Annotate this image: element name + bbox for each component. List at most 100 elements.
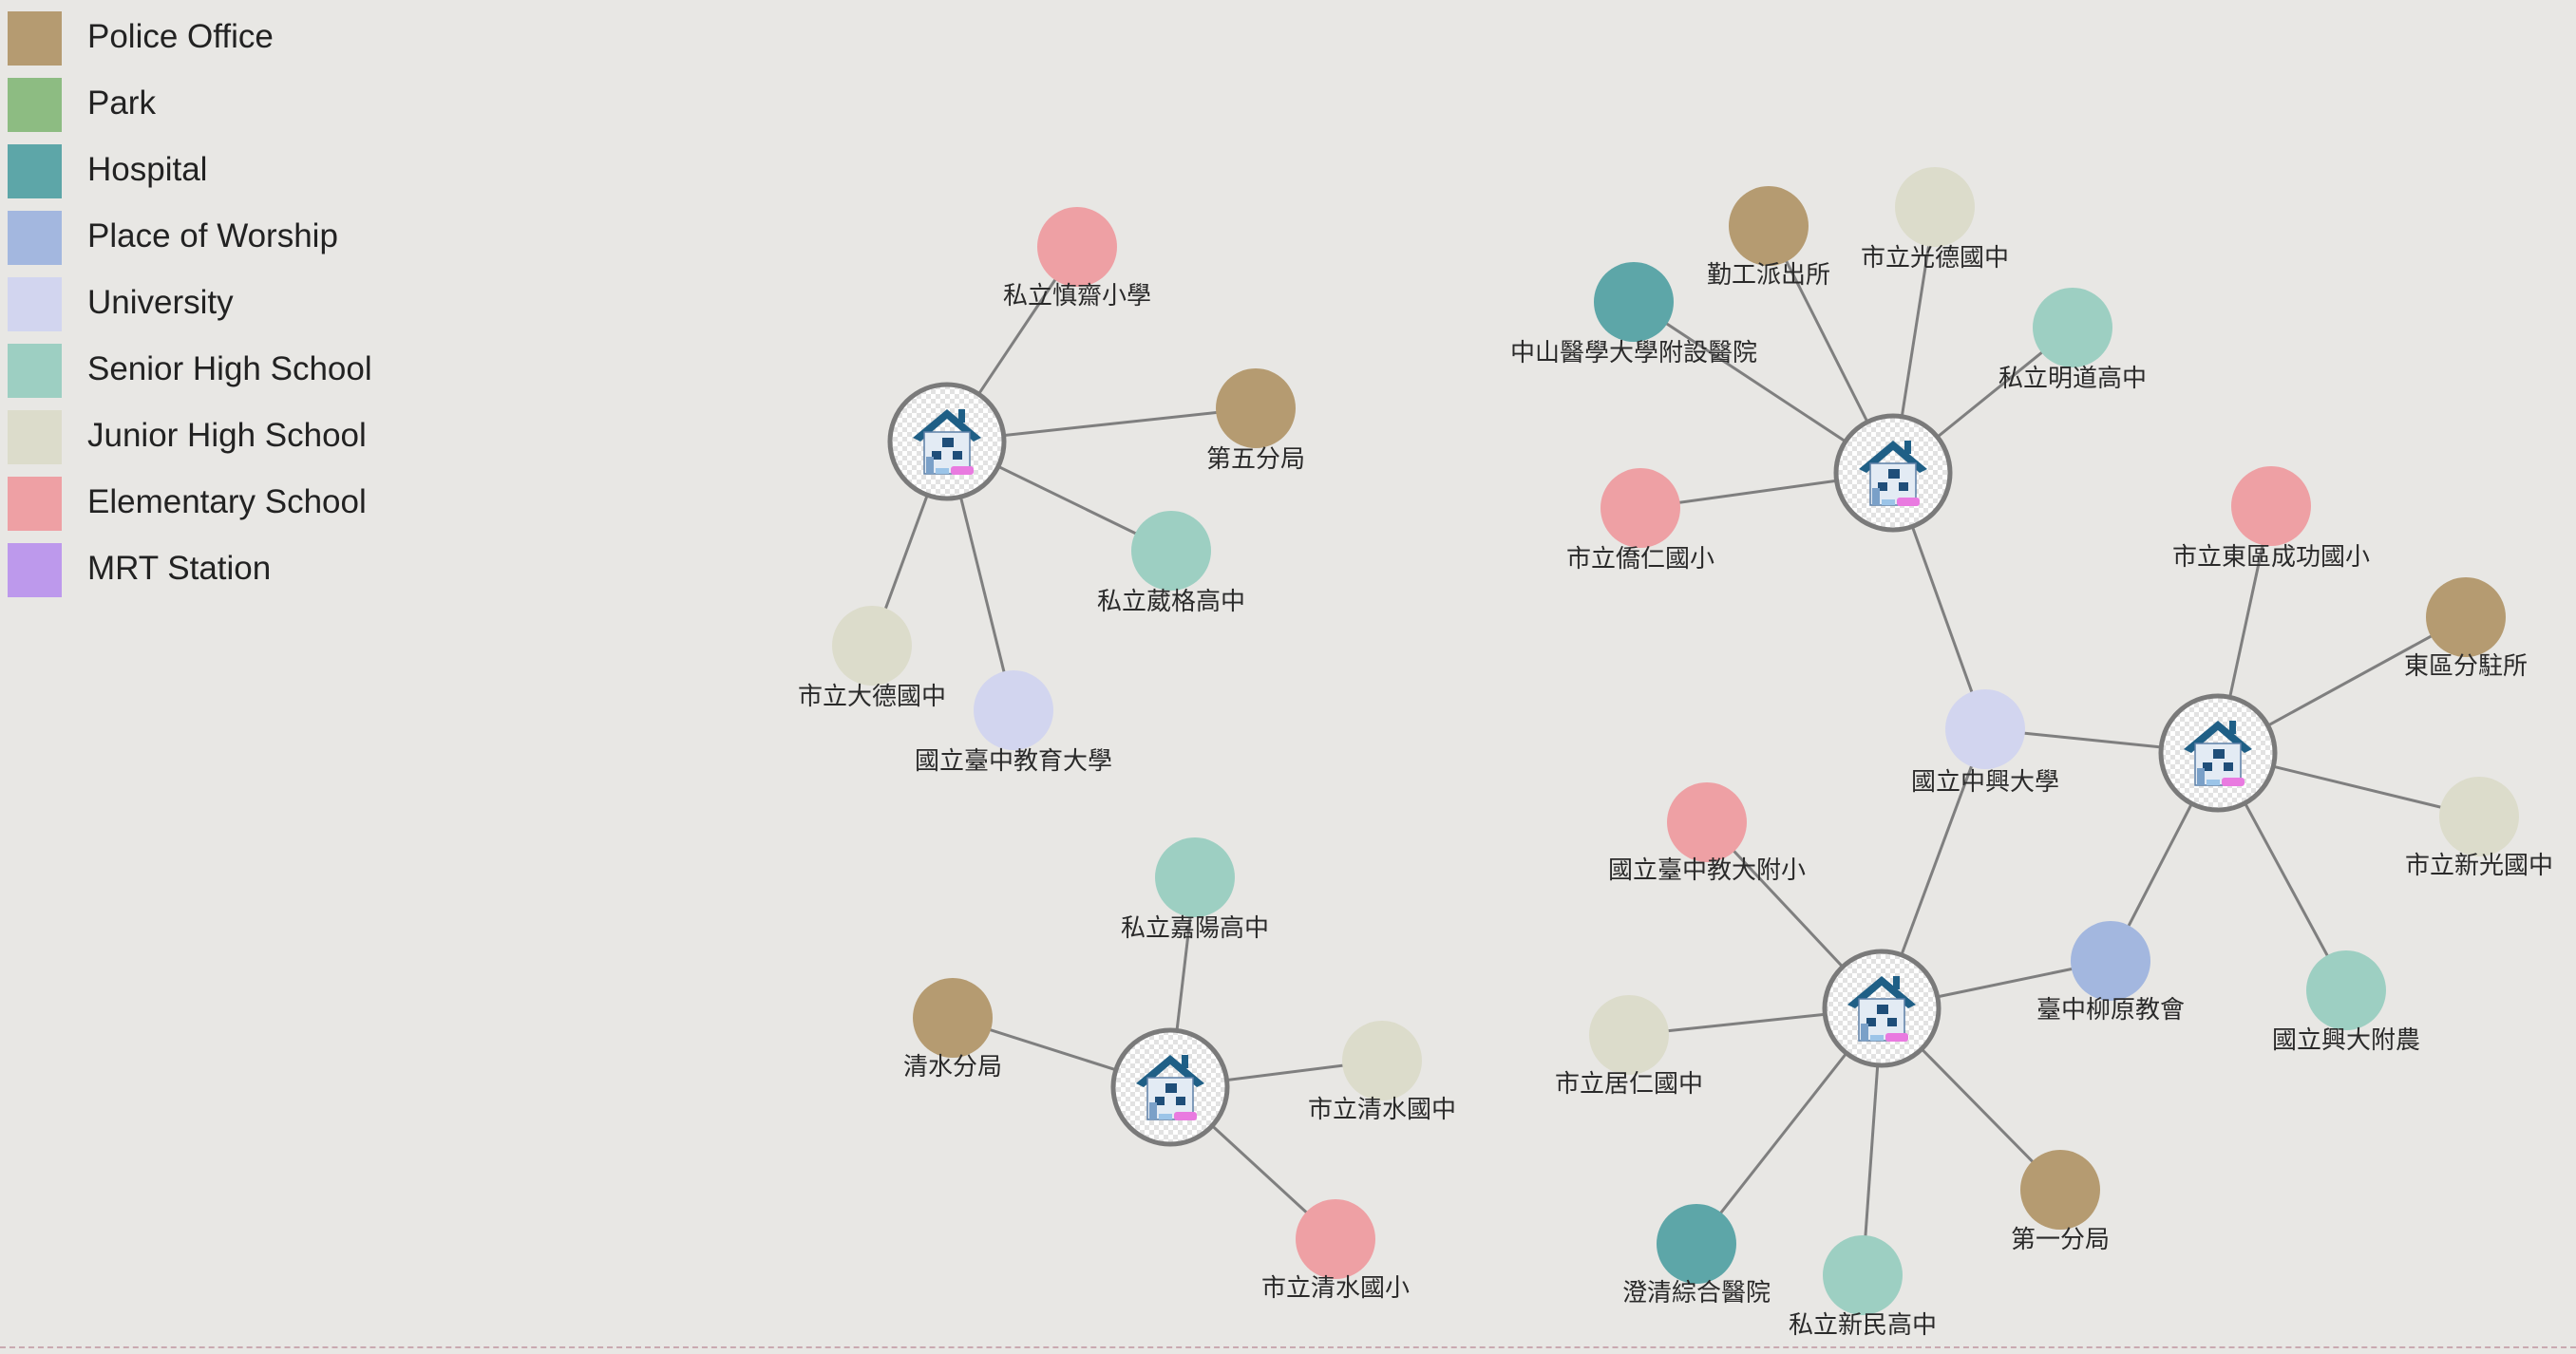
poi-node[interactable]: 勤工派出所 (1707, 186, 1830, 290)
legend-label: Park (87, 85, 156, 122)
home-node[interactable] (1822, 949, 1941, 1068)
poi-circle-elementary-school[interactable] (1037, 207, 1117, 287)
poi-label: 市立清水國小 (1261, 1274, 1410, 1303)
poi-circle-place-of-worship[interactable] (2071, 921, 2150, 1001)
poi-circle-police-office[interactable] (1729, 186, 1809, 266)
poi-label: 市立東區成功國小 (2172, 543, 2370, 572)
poi-node[interactable]: 國立中興大學 (1911, 689, 2059, 797)
poi-circle-junior-high-school[interactable] (832, 606, 912, 686)
poi-circle-police-office[interactable] (913, 978, 993, 1058)
poi-node[interactable]: 私立新民高中 (1789, 1235, 1937, 1340)
poi-node[interactable]: 國立臺中教育大學 (915, 670, 1112, 776)
poi-label: 東區分駐所 (2404, 652, 2528, 681)
legend-item-university: University (8, 273, 407, 340)
poi-circle-senior-high-school[interactable] (1155, 837, 1235, 917)
poi-circle-elementary-school[interactable] (1667, 782, 1747, 862)
legend-item-junior-high-school: Junior High School (8, 406, 407, 473)
poi-node[interactable]: 澄清綜合醫院 (1622, 1204, 1771, 1307)
poi-circle-police-office[interactable] (2426, 577, 2506, 657)
poi-circle-junior-high-school[interactable] (2439, 777, 2519, 856)
legend-swatch (8, 78, 62, 132)
poi-node[interactable]: 市立新光國中 (2405, 777, 2553, 880)
legend-label: Junior High School (87, 417, 367, 454)
bottom-divider (0, 1346, 2576, 1348)
legend-swatch (8, 277, 62, 331)
poi-label: 臺中柳原教會 (2036, 996, 2185, 1025)
legend-item-elementary-school: Elementary School (8, 473, 407, 539)
poi-label: 私立明道高中 (1998, 365, 2147, 393)
poi-label: 第五分局 (1206, 445, 1305, 474)
legend-item-mrt-station: MRT Station (8, 539, 407, 606)
poi-node[interactable]: 市立東區成功國小 (2172, 466, 2370, 572)
poi-label: 市立僑仁國小 (1566, 545, 1714, 574)
poi-label: 澄清綜合醫院 (1622, 1279, 1771, 1307)
poi-circle-elementary-school[interactable] (1601, 468, 1680, 548)
poi-circle-junior-high-school[interactable] (1895, 167, 1975, 247)
poi-circle-senior-high-school[interactable] (1131, 511, 1211, 591)
legend-label: Elementary School (87, 483, 367, 520)
poi-node[interactable]: 市立僑仁國小 (1566, 468, 1714, 574)
poi-circle-junior-high-school[interactable] (1589, 995, 1669, 1075)
poi-node[interactable]: 市立光德國中 (1861, 167, 2009, 273)
poi-node[interactable]: 私立慎齋小學 (1003, 207, 1151, 310)
legend-swatch (8, 543, 62, 597)
poi-label: 國立中興大學 (1911, 768, 2059, 797)
poi-node[interactable]: 清水分局 (903, 978, 1002, 1081)
poi-circle-university[interactable] (1945, 689, 2025, 769)
poi-node[interactable]: 市立大德國中 (798, 606, 946, 711)
poi-circle-university[interactable] (974, 670, 1053, 750)
poi-circle-elementary-school[interactable] (2231, 466, 2311, 546)
poi-circle-elementary-school[interactable] (1296, 1199, 1375, 1279)
poi-circle-junior-high-school[interactable] (1342, 1021, 1422, 1100)
legend-label: Senior High School (87, 350, 372, 387)
poi-node[interactable]: 臺中柳原教會 (2036, 921, 2185, 1025)
legend-item-senior-high-school: Senior High School (8, 340, 407, 406)
house-icon (1859, 441, 1927, 506)
poi-label: 私立慎齋小學 (1003, 282, 1151, 310)
poi-label: 清水分局 (903, 1053, 1002, 1081)
poi-circle-hospital[interactable] (1594, 262, 1674, 342)
poi-circle-hospital[interactable] (1657, 1204, 1736, 1284)
poi-circle-senior-high-school[interactable] (1823, 1235, 1903, 1315)
poi-node[interactable]: 第一分局 (2011, 1150, 2110, 1254)
poi-node[interactable]: 第五分局 (1206, 368, 1305, 474)
poi-node[interactable]: 市立居仁國中 (1555, 995, 1703, 1099)
poi-node[interactable]: 中山醫學大學附設醫院 (1510, 262, 1757, 367)
house-icon (913, 409, 981, 475)
poi-circle-police-office[interactable] (2020, 1150, 2100, 1230)
home-node[interactable] (887, 382, 1007, 501)
poi-node[interactable]: 市立清水國中 (1308, 1021, 1456, 1124)
poi-label: 市立大德國中 (798, 683, 946, 711)
home-node[interactable] (2158, 693, 2278, 813)
legend-label: MRT Station (87, 550, 272, 587)
legend-item-police-office: Police Office (8, 8, 407, 74)
legend-swatch (8, 11, 62, 66)
poi-node[interactable]: 私立葳格高中 (1097, 511, 1245, 616)
poi-label: 勤工派出所 (1707, 261, 1830, 290)
poi-label: 私立葳格高中 (1097, 588, 1245, 616)
house-icon (1847, 976, 1916, 1042)
legend-item-place-of-worship: Place of Worship (8, 207, 407, 273)
legend-label: Hospital (87, 151, 208, 188)
poi-node[interactable]: 私立明道高中 (1998, 288, 2147, 393)
legend-swatch (8, 144, 62, 198)
poi-node[interactable]: 東區分駐所 (2404, 577, 2528, 681)
poi-node[interactable]: 市立清水國小 (1261, 1199, 1410, 1303)
poi-label: 中山醫學大學附設醫院 (1510, 339, 1757, 367)
poi-node[interactable]: 國立興大附農 (2272, 950, 2420, 1055)
legend-label: Police Office (87, 18, 274, 55)
poi-node[interactable]: 國立臺中教大附小 (1608, 782, 1806, 885)
poi-label: 國立興大附農 (2272, 1026, 2420, 1055)
poi-circle-senior-high-school[interactable] (2306, 950, 2386, 1030)
poi-node[interactable]: 私立嘉陽高中 (1121, 837, 1269, 943)
legend-item-hospital: Hospital (8, 141, 407, 207)
legend-label: Place of Worship (87, 217, 338, 254)
poi-circle-senior-high-school[interactable] (2033, 288, 2112, 367)
poi-label: 市立新光國中 (2405, 852, 2553, 880)
home-node[interactable] (1833, 413, 1953, 533)
poi-circle-police-office[interactable] (1216, 368, 1296, 448)
poi-label: 國立臺中教育大學 (915, 747, 1112, 776)
home-node[interactable] (1110, 1027, 1230, 1147)
